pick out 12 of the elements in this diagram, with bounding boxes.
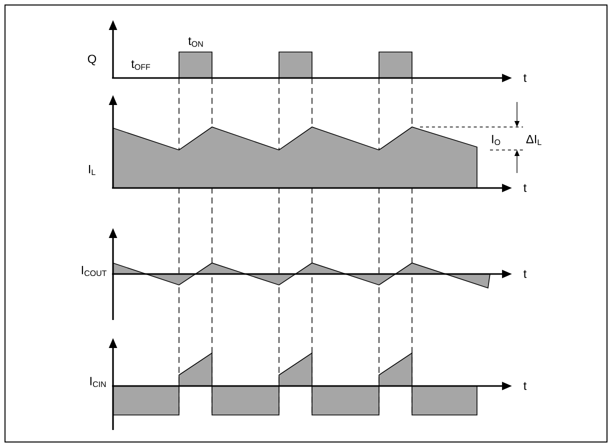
axis-label: t$_{OFF}$ <box>131 60 150 70</box>
axis-label: t$_{ON}$ <box>188 37 203 47</box>
axis-label: t <box>524 184 527 192</box>
axis-label: t <box>524 270 527 278</box>
axis-label: t <box>524 382 527 390</box>
axis-label: t <box>524 74 527 82</box>
axis-label: I$_{O}$ <box>492 134 500 146</box>
axis-label: I$_{COUT}$ <box>82 266 107 276</box>
axis-label: I$_{L}$ <box>89 165 96 175</box>
axis-label: I$_{CIN}$ <box>90 376 106 388</box>
axis-label: ΔI$_{L}$ <box>526 135 542 145</box>
axis-label: Q <box>88 54 96 66</box>
